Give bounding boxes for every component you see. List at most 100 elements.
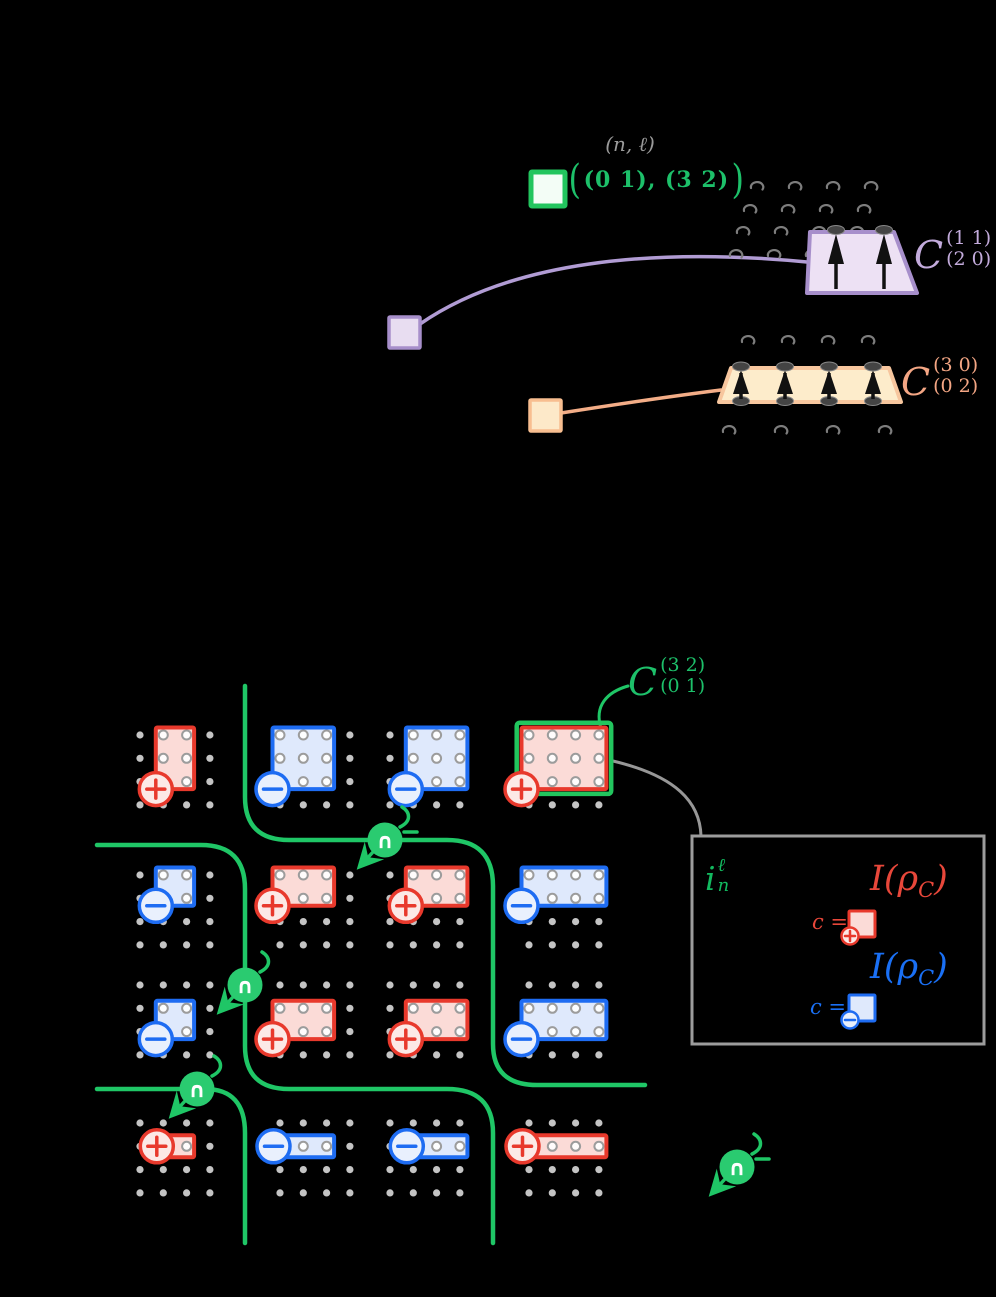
lattice-dot-open xyxy=(570,752,582,764)
lattice-dot xyxy=(433,918,441,926)
lattice-dot-open xyxy=(181,892,193,904)
blue-formula-rho: ρ xyxy=(897,947,919,987)
lattice-dot-open xyxy=(454,752,466,764)
spin-site-icon xyxy=(827,225,845,235)
lattice-dot xyxy=(595,1119,603,1127)
lattice-dot xyxy=(323,1166,331,1174)
lattice-dot xyxy=(159,1166,167,1174)
lattice-dot-open xyxy=(181,1002,193,1014)
lattice-dot-open xyxy=(523,729,535,741)
lattice-dot xyxy=(595,918,603,926)
lattice-dot-open xyxy=(431,776,443,788)
lattice-dot xyxy=(525,1119,533,1127)
lattice-dot xyxy=(136,754,144,762)
lattice-dot-open xyxy=(546,1140,558,1152)
cell-rect-blue xyxy=(519,998,609,1042)
lattice-cell xyxy=(386,865,470,949)
highlight-outline xyxy=(514,720,614,797)
spin-up-arrow-icon xyxy=(876,234,892,264)
lattice-cell xyxy=(136,865,214,949)
spin-curl-icon xyxy=(742,204,758,214)
lattice-dot xyxy=(346,1028,354,1036)
lattice-dot-open xyxy=(407,869,419,881)
lattice-cell xyxy=(504,1119,609,1197)
lattice-dot-open xyxy=(297,892,309,904)
lattice-dot xyxy=(136,731,144,739)
purple-region-label: C (1 1) (2 0) xyxy=(914,227,991,274)
lattice-dot-open xyxy=(274,1002,286,1014)
lattice-dot xyxy=(276,1119,284,1127)
highlighted-region-sup: (3 2) xyxy=(660,654,706,676)
lattice-dot xyxy=(159,1189,167,1197)
lattice-dot xyxy=(386,1051,394,1059)
lattice-dot-open xyxy=(546,1026,558,1038)
blue-formula-prefix: I( xyxy=(870,947,898,987)
lattice-dot xyxy=(433,1189,441,1197)
lattice-dot xyxy=(386,941,394,949)
lattice-dot xyxy=(346,1166,354,1174)
intersection-marker: ∩ xyxy=(168,1054,223,1119)
lattice-dot xyxy=(595,1189,603,1197)
legend-red-key-label: c = xyxy=(812,910,849,934)
lattice-dot-open xyxy=(454,892,466,904)
lattice-dot xyxy=(433,941,441,949)
lattice-dot xyxy=(136,1189,144,1197)
legend-title-sup: ℓ xyxy=(717,855,726,876)
lattice-dot-open xyxy=(297,869,309,881)
lattice-dot xyxy=(206,941,214,949)
lattice-dot xyxy=(548,981,556,989)
lattice-dot-open xyxy=(181,752,193,764)
arrow-tail xyxy=(210,1054,223,1078)
spin-curl-icon xyxy=(780,335,796,345)
lattice-dot xyxy=(548,1166,556,1174)
lattice-dot-open xyxy=(181,1026,193,1038)
intersection-circle xyxy=(719,1149,755,1185)
lattice-dot xyxy=(136,941,144,949)
orange-region-sub: (0 2) xyxy=(933,375,979,398)
lattice-dot-open xyxy=(321,1140,333,1152)
lattice-dot-open xyxy=(431,729,443,741)
lattice-dot xyxy=(276,981,284,989)
lattice-dot xyxy=(276,1166,284,1174)
purple-trapezoid xyxy=(805,230,919,295)
lattice-dot xyxy=(595,1051,603,1059)
legend-title: i ℓ n xyxy=(705,856,729,896)
lattice-dot xyxy=(386,871,394,879)
lattice-dot-open xyxy=(593,729,605,741)
lattice-dot xyxy=(548,801,556,809)
lattice-dot-open xyxy=(454,1026,466,1038)
legend-blue-key-label: c = xyxy=(810,995,847,1019)
lattice-dot xyxy=(206,778,214,786)
spin-curl-icon xyxy=(818,204,834,214)
lattice-dot xyxy=(323,1119,331,1127)
lattice-dot xyxy=(206,1142,214,1150)
spin-site-icon xyxy=(776,361,794,372)
lattice-dot-open xyxy=(274,869,286,881)
lattice-dot-open xyxy=(570,869,582,881)
lattice-dot xyxy=(136,1051,144,1059)
lattice-dot xyxy=(299,918,307,926)
arrow-head xyxy=(168,1090,197,1119)
lattice-cell xyxy=(255,1119,354,1197)
lattice-dot xyxy=(299,981,307,989)
lattice-dot xyxy=(346,1119,354,1127)
lattice-dot-open xyxy=(431,1026,443,1038)
lattice-dot-open xyxy=(454,776,466,788)
lattice-dot xyxy=(386,1119,394,1127)
lattice-dot xyxy=(136,918,144,926)
lattice-dot xyxy=(136,1004,144,1012)
spin-curl-icon xyxy=(825,425,841,435)
lattice-dot xyxy=(409,981,417,989)
lattice-dot-open xyxy=(570,729,582,741)
spin-curl-icon xyxy=(728,249,744,259)
lattice-dot-open xyxy=(593,1002,605,1014)
lattice-dot-open xyxy=(546,776,558,788)
lattice-cell xyxy=(136,725,214,809)
lattice-dot xyxy=(456,1119,464,1127)
lattice-dot xyxy=(595,1166,603,1174)
cell-rect-blue xyxy=(519,865,609,908)
lattice-cell xyxy=(386,1119,470,1197)
green-weave-path-1 xyxy=(242,683,648,1088)
lattice-dot-open xyxy=(157,729,169,741)
highlighted-region-label: C (3 2) (0 1) xyxy=(628,654,705,701)
